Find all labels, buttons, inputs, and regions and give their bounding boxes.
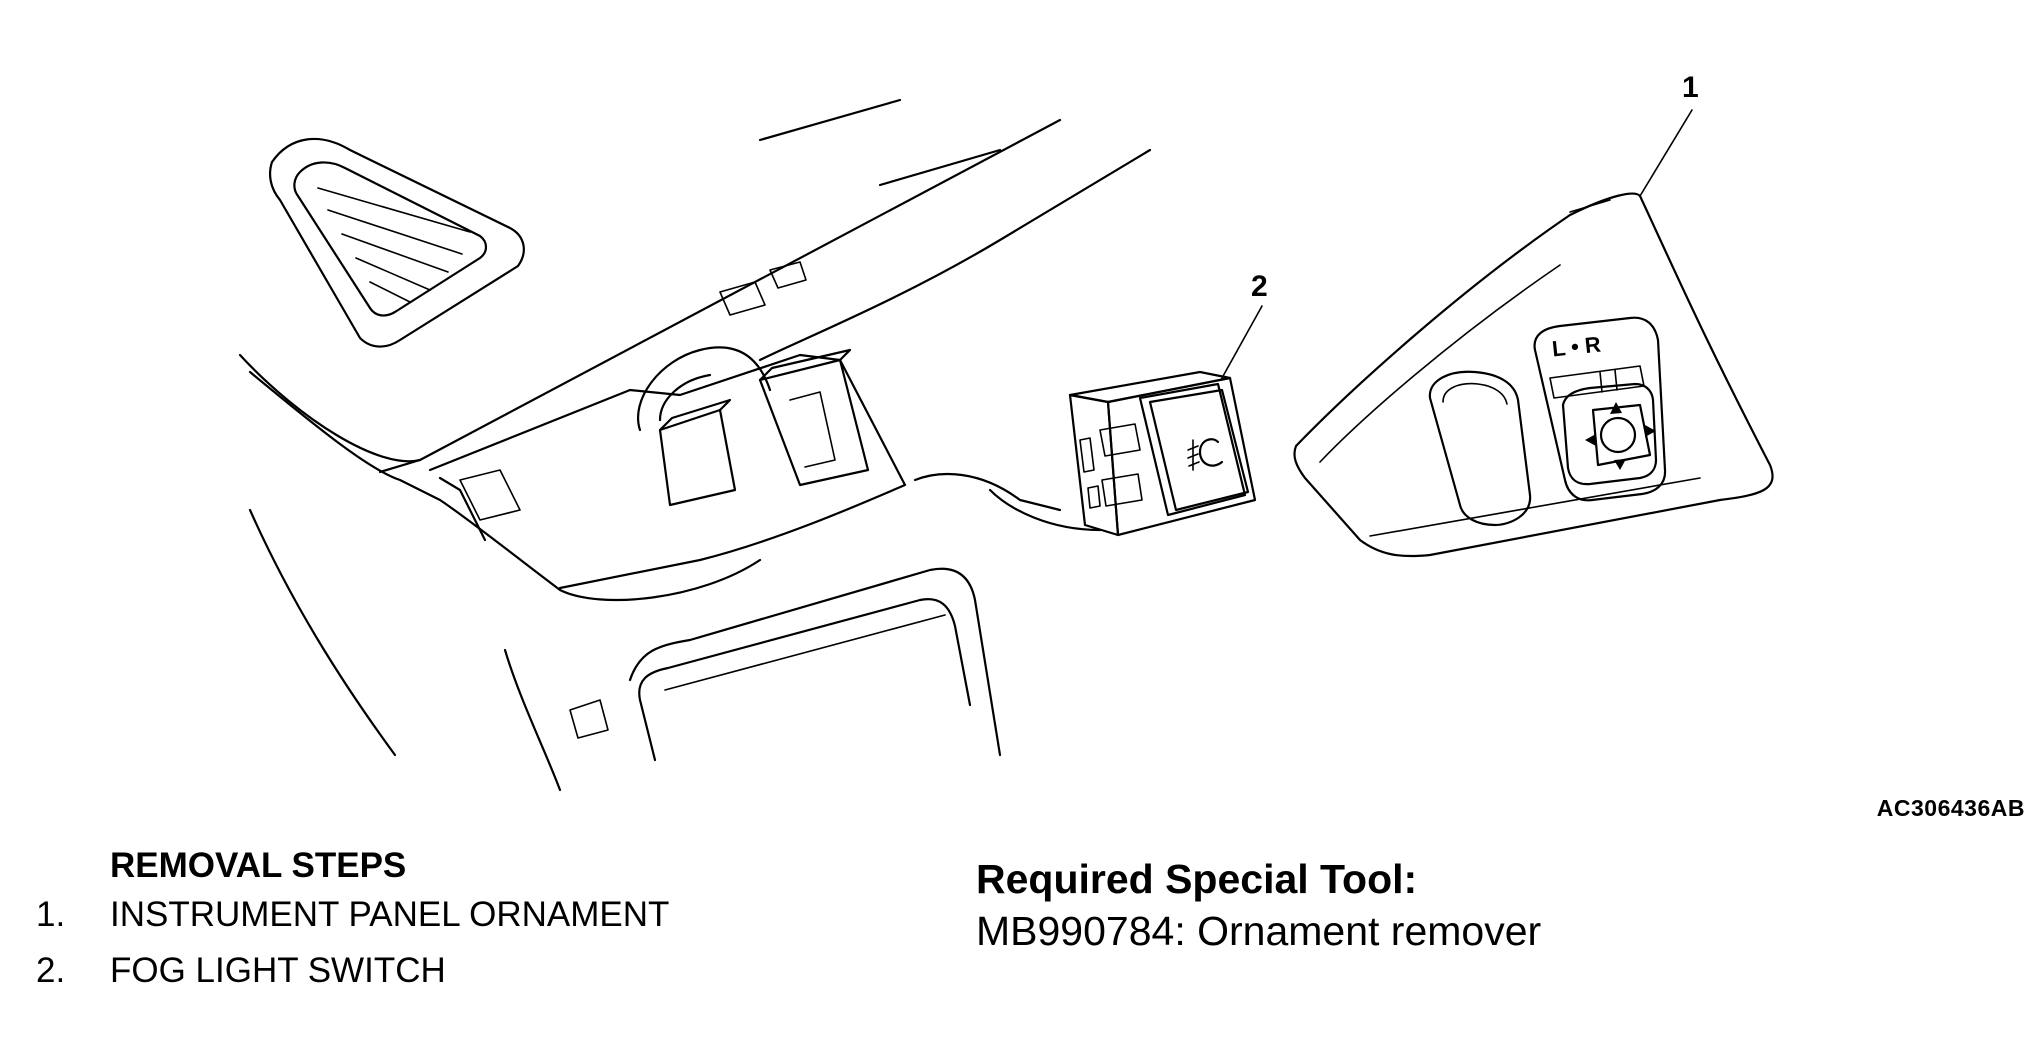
removal-steps: REMOVAL STEPS 1. INSTRUMENT PANEL ORNAME… [36, 845, 669, 999]
figure-code: AC306436AB [1876, 795, 2025, 821]
callout-number-1: 1 [1682, 71, 1699, 104]
step-label: FOG LIGHT SWITCH [110, 951, 446, 990]
instrument-panel-outline [238, 98, 1152, 792]
upper-air-vent [269, 137, 525, 348]
removal-step: 2. FOG LIGHT SWITCH [36, 943, 669, 999]
special-tool-item: MB990784: Ornament remover [976, 908, 1542, 954]
removal-step: 1. INSTRUMENT PANEL ORNAMENT [36, 887, 669, 943]
special-tool-section: Required Special Tool: MB990784: Ornamen… [976, 853, 1541, 957]
fog-light-switch-illustration [1068, 305, 1263, 537]
callout-number-2: 2 [1251, 270, 1268, 303]
step-label: INSTRUMENT PANEL ORNAMENT [110, 895, 670, 934]
mirror-lr-label: L • R [1550, 331, 1602, 362]
step-number: 1. [36, 895, 66, 934]
step-number: 2. [36, 951, 66, 990]
special-tool-heading: Required Special Tool: [976, 856, 1418, 902]
removal-steps-heading: REMOVAL STEPS [110, 846, 407, 885]
instrument-panel-ornament-illustration [1293, 109, 1774, 558]
